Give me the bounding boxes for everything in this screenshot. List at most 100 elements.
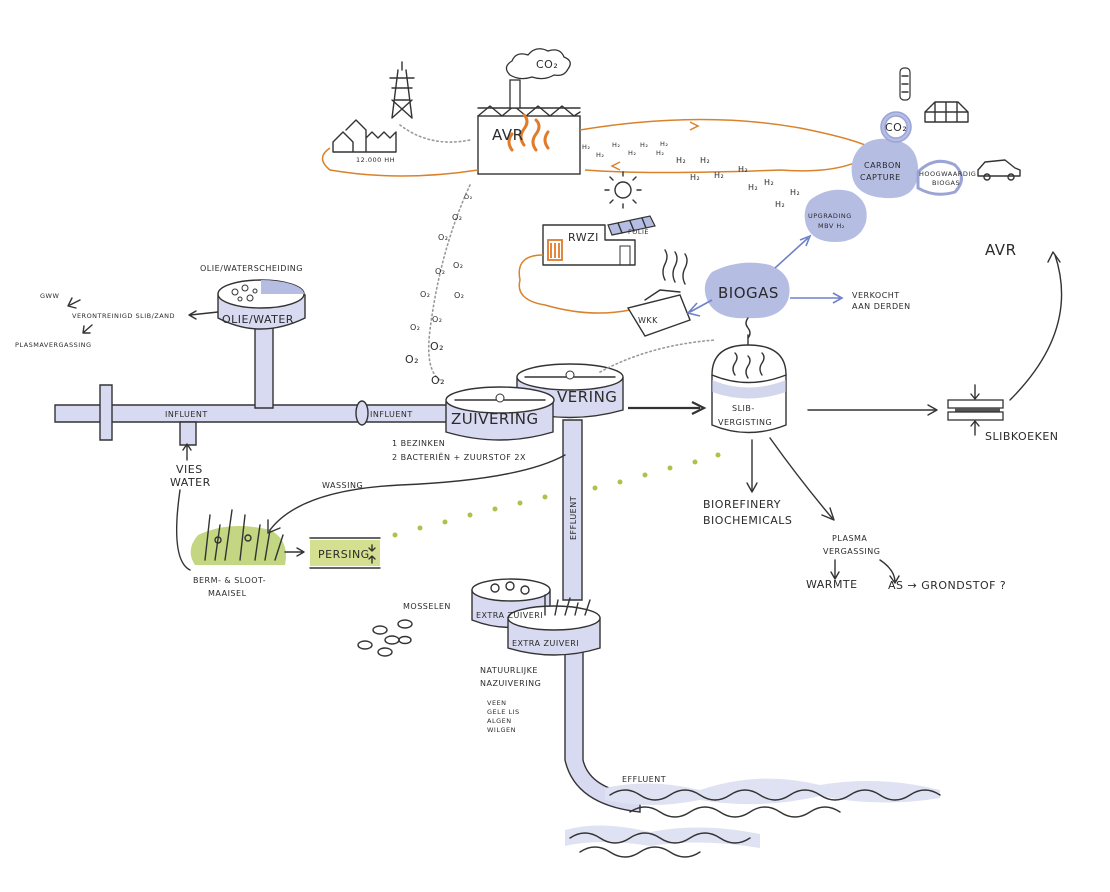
extra-label-2: EXTRA ZUIVERI — [512, 639, 579, 648]
extra-zuivering-tanks — [471, 578, 601, 656]
gele-lis-label: GELE LIS — [487, 708, 520, 716]
pylon-icon — [389, 61, 415, 119]
slibvergisting-digester — [711, 334, 787, 434]
folie-label: FOLIE — [628, 228, 649, 236]
slibvergisting-label-2: VERGISTING — [718, 418, 772, 427]
plasma-label-2: VERGASSING — [823, 547, 880, 556]
carbon-label-2: CAPTURE — [860, 173, 901, 182]
heat-network-line — [321, 118, 876, 177]
olie-water-arrows — [67, 297, 219, 334]
slibkoeken-press — [947, 251, 1063, 436]
h2-label: H₂ — [764, 178, 774, 187]
o2-label: O₂ — [452, 213, 463, 222]
gww-label: GWW — [40, 292, 59, 300]
upgrading-blob — [804, 189, 867, 242]
plasma-label-1: PLASMA — [832, 534, 867, 543]
berm-label-2: MAAISEL — [208, 589, 247, 598]
step-2-label: 2 BACTERIËN + ZUURSTOF 2X — [392, 452, 526, 462]
h2-label: H₂ — [582, 143, 591, 151]
o2-label: O₂ — [432, 315, 443, 324]
effluent-vertical-label: EFFLUENT — [569, 496, 578, 540]
h2-label: H₂ — [628, 149, 637, 157]
o2-label: O₂ — [420, 290, 431, 299]
avr-plant-label: AVR — [492, 126, 524, 144]
veen-label: VEEN — [487, 699, 507, 707]
green-drops — [392, 452, 721, 538]
zuivering-label-2: VERING — [557, 388, 617, 406]
reed-icon — [190, 509, 286, 565]
h2-label: H₂ — [612, 141, 621, 149]
o2-stream — [427, 184, 471, 381]
o2-label: O₂ — [405, 353, 419, 366]
influent-label-2: INFLUENT — [370, 410, 413, 419]
rwzi-building — [518, 224, 636, 314]
o2-label: O₂ — [454, 291, 465, 300]
verontreinigd-label: VERONTREINIGD SLIB/ZAND — [72, 312, 175, 320]
carbon-label-1: CARBON — [864, 161, 901, 170]
h2-label: H₂ — [596, 151, 605, 159]
solar-panel-icon — [607, 215, 656, 236]
h2-label: H₂ — [790, 188, 800, 197]
o2-label: O₂ — [430, 340, 444, 353]
effluent-waves — [565, 778, 941, 858]
o2-label: O₂ — [435, 267, 446, 276]
h2-label: H₂ — [700, 156, 710, 165]
vies-label-1: VIES — [176, 463, 203, 476]
houses-icon — [332, 119, 397, 153]
h2-label: H₂ — [640, 141, 649, 149]
wassing-label: WASSING — [322, 481, 363, 490]
o2-label: O₂ — [453, 261, 464, 270]
zuivering-label-1: ZUIVERING — [451, 410, 539, 428]
slibvergisting-label-1: SLIB- — [732, 404, 755, 413]
persing-box — [309, 537, 381, 569]
biogas-label: BIOGAS — [718, 284, 779, 302]
olie-title-label: OLIE/WATERSCHEIDING — [200, 264, 303, 273]
h2-label: H₂ — [690, 173, 700, 182]
warmte-label: WARMTE — [806, 578, 858, 591]
avr-right-label: AVR — [985, 241, 1017, 259]
biorefinery-label-2: BIOCHEMICALS — [703, 514, 792, 527]
step-1-label: 1 BEZINKEN — [392, 439, 445, 448]
olie-tank-label: OLIE/WATER — [222, 313, 294, 326]
olie-water-tank — [217, 279, 306, 330]
slibkoeken-label: SLIBKOEKEN — [985, 430, 1059, 443]
car-icon — [977, 159, 1021, 181]
h2-label: H₂ — [714, 171, 724, 180]
o2-label: O₂ — [410, 323, 421, 332]
mosselen-label: MOSSELEN — [403, 602, 451, 611]
avr-plant — [477, 48, 581, 175]
o2-label: O₂ — [464, 193, 473, 201]
o2-label: O₂ — [438, 233, 449, 242]
gas-bottle-icon — [899, 67, 911, 101]
verkocht-label-1: VERKOCHT — [852, 291, 900, 300]
h2-labels: H₂ H₂ H₂ H₂ H₂ H₂ H₂ H₂ H₂ H₂ H₂ H₂ H₂ H… — [582, 140, 800, 209]
households-label: 12.000 HH — [356, 156, 395, 164]
influent-pipe — [54, 324, 451, 446]
effluent-pipe — [562, 419, 641, 813]
carbon-capture-cluster — [851, 111, 963, 199]
algen-label: ALGEN — [487, 717, 512, 725]
persing-label: PERSING — [318, 548, 370, 561]
wassing-arrow — [176, 443, 566, 571]
hoogwaardig-label-1: HOOGWAARDIG — [919, 170, 976, 178]
extra-label-1: EXTRA ZUIVERI — [476, 611, 543, 620]
berm-label-1: BERM- & SLOOT- — [193, 576, 266, 585]
h2-label: H₂ — [748, 183, 758, 192]
co2-top-label: CO₂ — [536, 58, 558, 71]
slibvergisting-arrows — [746, 404, 938, 521]
arrow-to-slibvergisting — [628, 401, 707, 415]
rwzi-label: RWZI — [568, 231, 599, 244]
h2-label: H₂ — [738, 165, 748, 174]
influent-label-1: INFLUENT — [165, 410, 208, 419]
mussel-icon — [357, 619, 413, 657]
biogas-arrows — [686, 234, 844, 317]
hoogwaardig-label-2: BIOGAS — [932, 179, 960, 187]
natuurlijke-label-1: NATUURLIJKE — [480, 666, 538, 675]
upgrading-label-2: MBV H₂ — [818, 222, 845, 230]
zuivering-tanks — [445, 363, 624, 441]
wkk-unit — [599, 249, 716, 373]
upgrading-label-1: UPGRADING — [808, 212, 852, 220]
wkk-label: WKK — [638, 316, 658, 325]
